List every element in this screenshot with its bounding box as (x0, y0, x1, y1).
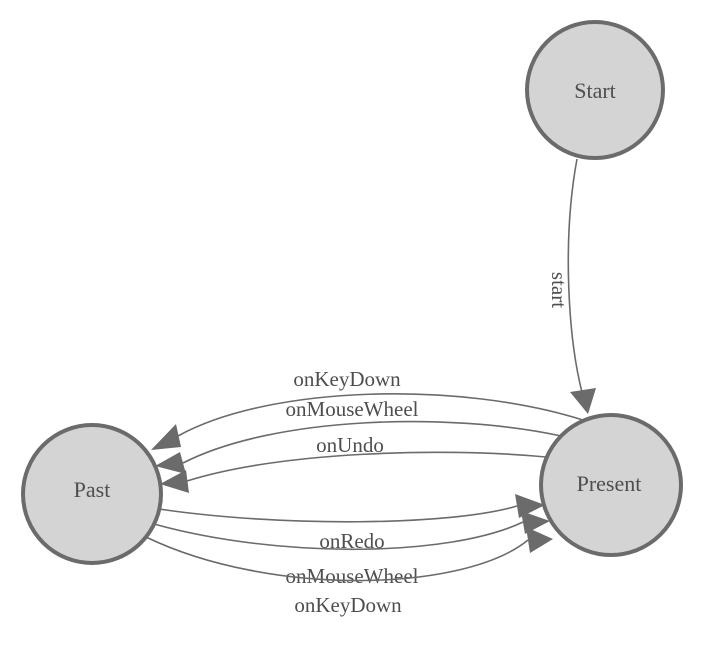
edge-label-onkeydown-bottom: onKeyDown (294, 593, 402, 617)
edge-present-to-past-onkeydown: onKeyDown (151, 367, 584, 450)
edge-path (186, 451, 547, 482)
edge-path (145, 536, 529, 582)
edge-path (567, 158, 584, 397)
state-node-start: Start (525, 20, 665, 160)
edge-label-onmousewheel-bottom: onMouseWheel (286, 564, 419, 588)
edge-past-to-present-onredo: onRedo (158, 494, 545, 553)
edge-label-onundo: onUndo (316, 433, 384, 457)
state-label-present: Present (577, 471, 642, 496)
state-node-present: Present (539, 413, 683, 557)
arrowhead-icon (155, 452, 186, 474)
state-label-start: Start (574, 78, 616, 103)
edge-past-to-present-onkeydown: onKeyDown (145, 527, 553, 617)
edge-path (153, 521, 524, 551)
edge-label-onmousewheel-top: onMouseWheel (286, 397, 419, 421)
arrowhead-icon (160, 470, 189, 493)
edge-path (182, 420, 562, 464)
state-circle (525, 20, 665, 160)
arrowhead-icon (526, 527, 553, 553)
state-node-past: Past (21, 423, 163, 565)
state-circle (21, 423, 163, 565)
state-label-past: Past (74, 477, 111, 502)
edge-path (158, 505, 518, 523)
edge-present-to-past-onmousewheel: onMouseWheel (155, 397, 562, 474)
edge-label-onkeydown-top: onKeyDown (293, 367, 401, 391)
edge-present-to-past-onundo: onUndo (160, 433, 547, 493)
arrowhead-icon (151, 424, 181, 450)
edge-path (177, 393, 584, 437)
state-circle (539, 413, 683, 557)
edge-label-start: start (547, 272, 571, 308)
edge-start-to-present: start (547, 158, 596, 414)
arrowhead-icon (570, 388, 596, 414)
